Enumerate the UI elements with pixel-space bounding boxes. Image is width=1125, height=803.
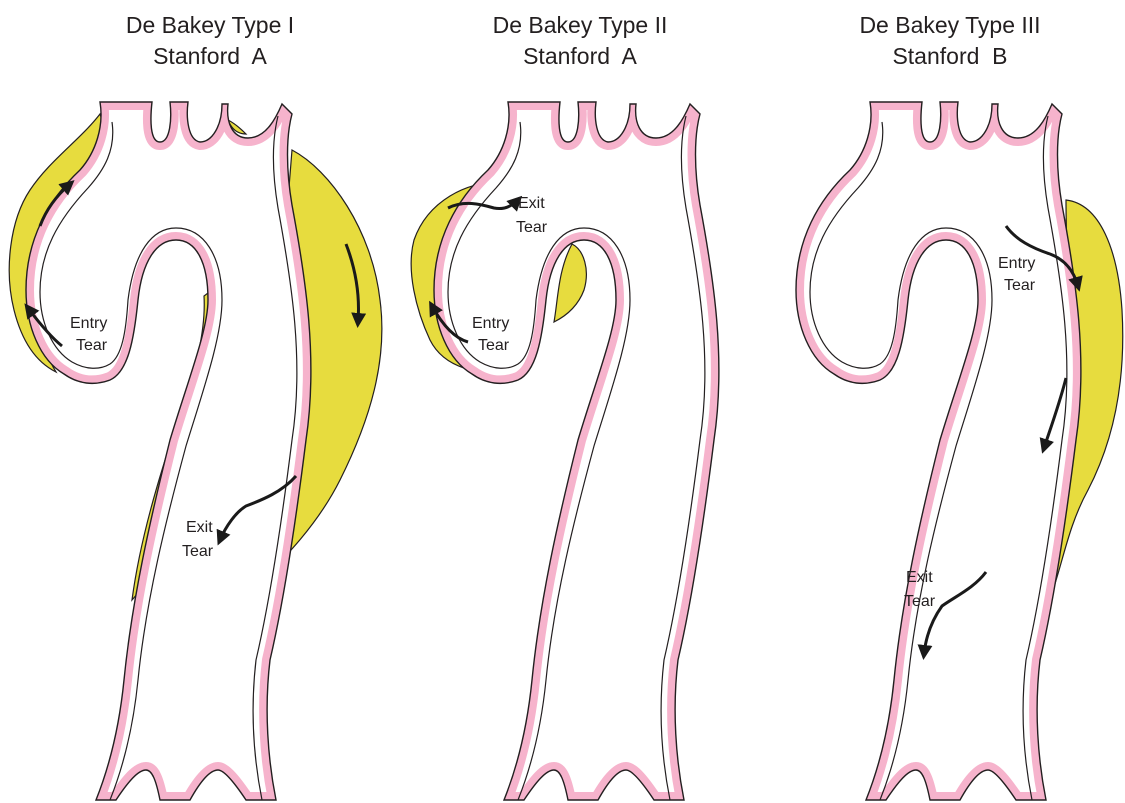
panel-1-entry-label-1: Entry [70,315,107,332]
panel-3-exit-label-1: Exit [906,569,933,586]
panel-2-exit-label-1: Exit [518,195,545,212]
panel-3-entry-label-1: Entry [998,255,1035,272]
panel-3: Entry Tear Exit Tear [796,102,1123,800]
panel-1-exit-label-2: Tear [182,543,214,560]
panel-3-entry-label-2: Tear [1004,277,1036,294]
panel-2-entry-label-2: Tear [478,337,510,354]
panel-1-aortic-wall [26,102,311,800]
panel-1: Entry Tear Exit Tear [9,102,382,800]
panel-2-entry-label-1: Entry [472,315,509,332]
panel-3-exit-label-2: Tear [904,593,936,610]
panel-3-aortic-wall [796,102,1081,800]
panel-1-exit-label-1: Exit [186,519,213,536]
panel-2: Exit Tear Entry Tear [411,102,719,800]
panel-2-exit-label-2: Tear [516,219,548,236]
panel-2-aortic-wall [434,102,719,800]
panel-1-entry-label-2: Tear [76,337,108,354]
